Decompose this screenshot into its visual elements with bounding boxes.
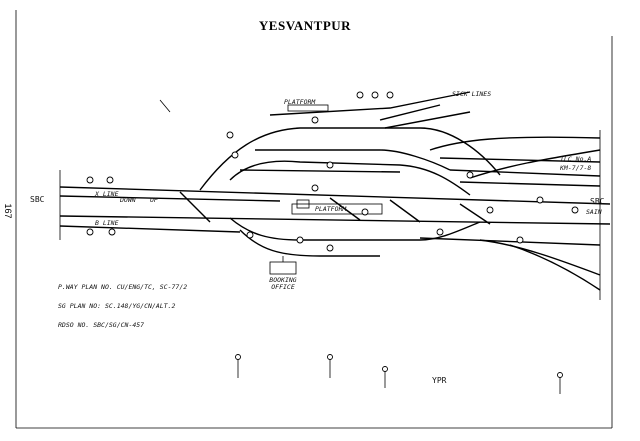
signal-3 [86,228,94,236]
plan-notes: P.WAY PLAN NO. CU/ENG/TC, SC-77/2 SG PLA… [58,282,187,339]
label-platform-mid: PLATFORM [315,205,347,213]
yard-line-3 [449,169,601,177]
label-sick-lines: SICK LINES [452,90,492,98]
signal-21 [466,171,474,179]
platform-building [296,199,310,209]
upper-loop-1 [199,127,501,191]
signal-22 [246,231,254,239]
yard-line-2 [439,157,601,163]
signal-18 [516,236,524,244]
crossover-2 [329,197,361,221]
signal-5 [226,131,234,139]
upper-loop-2 [229,160,471,196]
label-ilc: ILC No.A [560,155,592,163]
platform-mid-rect [291,203,383,215]
bottom-signal-3 [382,366,388,372]
lower-loop-5 [509,244,601,291]
label-booking-office: BOOKING OFFICE [269,276,297,291]
signal-group [86,91,579,252]
platform-top-rect [287,104,329,112]
signal-11 [371,91,379,99]
signal-16 [436,228,444,236]
signal-4 [108,228,116,236]
signal-8 [326,161,334,169]
note-pway-plan: P.WAY PLAN NO. CU/ENG/TC, SC-77/2 [58,283,188,291]
signal-6 [231,151,239,159]
bottom-signal-2 [327,354,333,360]
main-line-up [59,186,611,205]
sick-line-2 [384,111,471,129]
lower-loop-4 [479,239,601,276]
lower-loop-2 [239,229,380,257]
signal-2 [106,176,114,184]
note-rdso: RDSO NO. SBC/SG/CN-457 [58,321,145,329]
upper-loop-4 [255,149,451,171]
signal-15 [361,208,369,216]
bottom-signal-4 [557,372,563,378]
label-km: KM-7/7-8 [560,164,592,172]
signal-12 [386,91,394,99]
label-b-line: B LINE [95,219,119,227]
booking-office-rect [269,261,297,275]
note-sg-plan: SG PLAN NO: SC.148/YG/CN/ALT.2 [58,302,176,310]
label-platform-top: PLATFORM [284,98,316,106]
bottom-signal-1 [235,354,241,360]
label-x-line: X LINE [95,190,119,198]
label-ypr: YPR [432,376,447,385]
label-sain: SAIN [586,208,602,216]
signal-17 [486,206,494,214]
sick-line-1 [379,104,441,121]
b-line [59,225,241,233]
yard-line-1 [429,136,601,151]
main-line-down [59,215,611,225]
signal-7 [311,116,319,124]
crossover-3 [389,199,421,223]
signal-14 [326,244,334,252]
yard-line-4 [459,181,601,187]
signal-1 [86,176,94,184]
signal-13 [296,236,304,244]
upper-loop-3 [239,169,401,173]
yard-line-5 [469,149,601,179]
x-line [59,195,281,202]
crossover-1 [179,191,211,223]
signal-10 [356,91,364,99]
signal-9 [311,184,319,192]
lower-loop-3 [419,237,601,246]
crossover-4 [459,203,491,225]
signal-20 [571,206,579,214]
page-title: YESVANTPUR [258,18,352,33]
label-sbc-right: SBC [590,197,605,206]
label-up: UP [150,196,158,204]
siding-top [269,91,471,116]
signal-19 [536,196,544,204]
label-sbc-left: SBC [30,195,45,204]
top-left-marker [159,99,171,113]
label-down: DOWN [120,196,136,204]
